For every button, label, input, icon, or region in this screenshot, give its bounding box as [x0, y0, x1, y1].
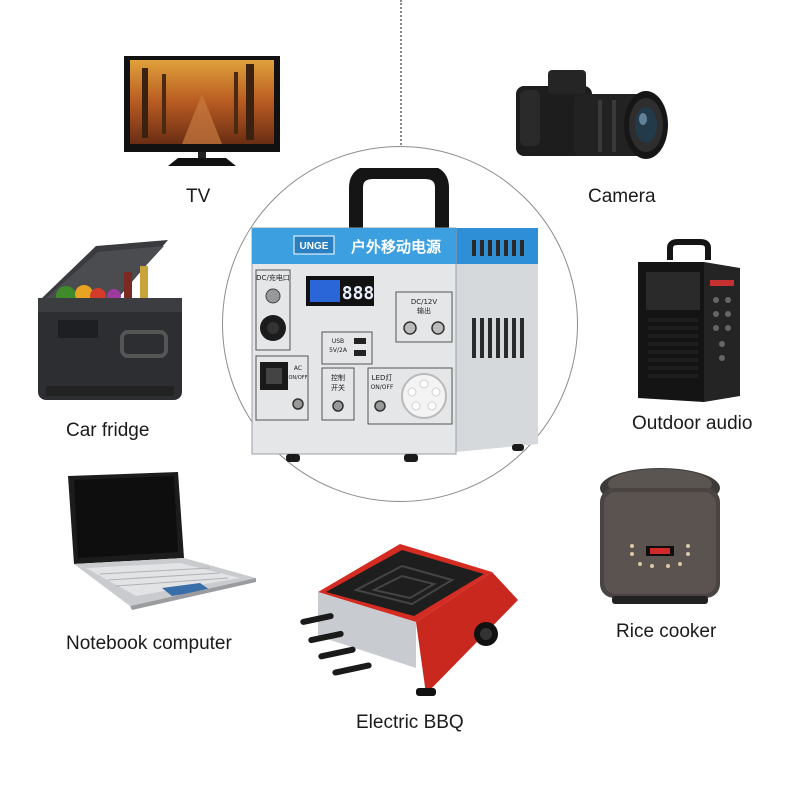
dc12v-label: DC/12V: [411, 298, 438, 306]
ac-onoff-label: ON/OFF: [288, 375, 307, 381]
usb-spec-label: 5V/2A: [329, 347, 348, 354]
control-switch-label: 开关: [331, 383, 345, 392]
portable-power-station: UNGE 户外移动电源 888 DC/充电口 DC/12V 输出 USB 5V/…: [246, 165, 552, 477]
display-reading: 888: [342, 283, 375, 304]
brand-badge: UNGE: [300, 241, 329, 252]
panel-title: 户外移动电源: [351, 238, 441, 256]
connector-dotted-line: [400, 0, 402, 148]
notebook-computer-image: [60, 470, 260, 612]
dc-charge-label: DC/充电口: [256, 273, 290, 282]
tv-image: [122, 54, 282, 172]
led-onoff-label: ON/OFF: [371, 384, 394, 391]
car-fridge-image: [36, 236, 184, 408]
control-label: 控制: [331, 373, 345, 382]
dc12v-output-label: 输出: [417, 306, 431, 315]
appliance-label: Car fridge: [66, 420, 150, 441]
rice-cooker-image: [596, 462, 726, 608]
outdoor-audio-image: [634, 238, 744, 406]
camera-image: [514, 60, 670, 172]
appliance-label: Camera: [588, 186, 656, 207]
electric-bbq-image: [296, 538, 522, 700]
led-label: LED灯: [372, 373, 393, 382]
appliance-label: Outdoor audio: [632, 413, 753, 434]
appliance-label: Electric BBQ: [356, 712, 464, 733]
usb-label: USB: [332, 338, 344, 345]
appliance-label: TV: [186, 186, 211, 207]
appliance-label: Notebook computer: [66, 633, 232, 654]
appliance-label: Rice cooker: [616, 621, 717, 642]
ac-label: AC: [294, 365, 302, 372]
